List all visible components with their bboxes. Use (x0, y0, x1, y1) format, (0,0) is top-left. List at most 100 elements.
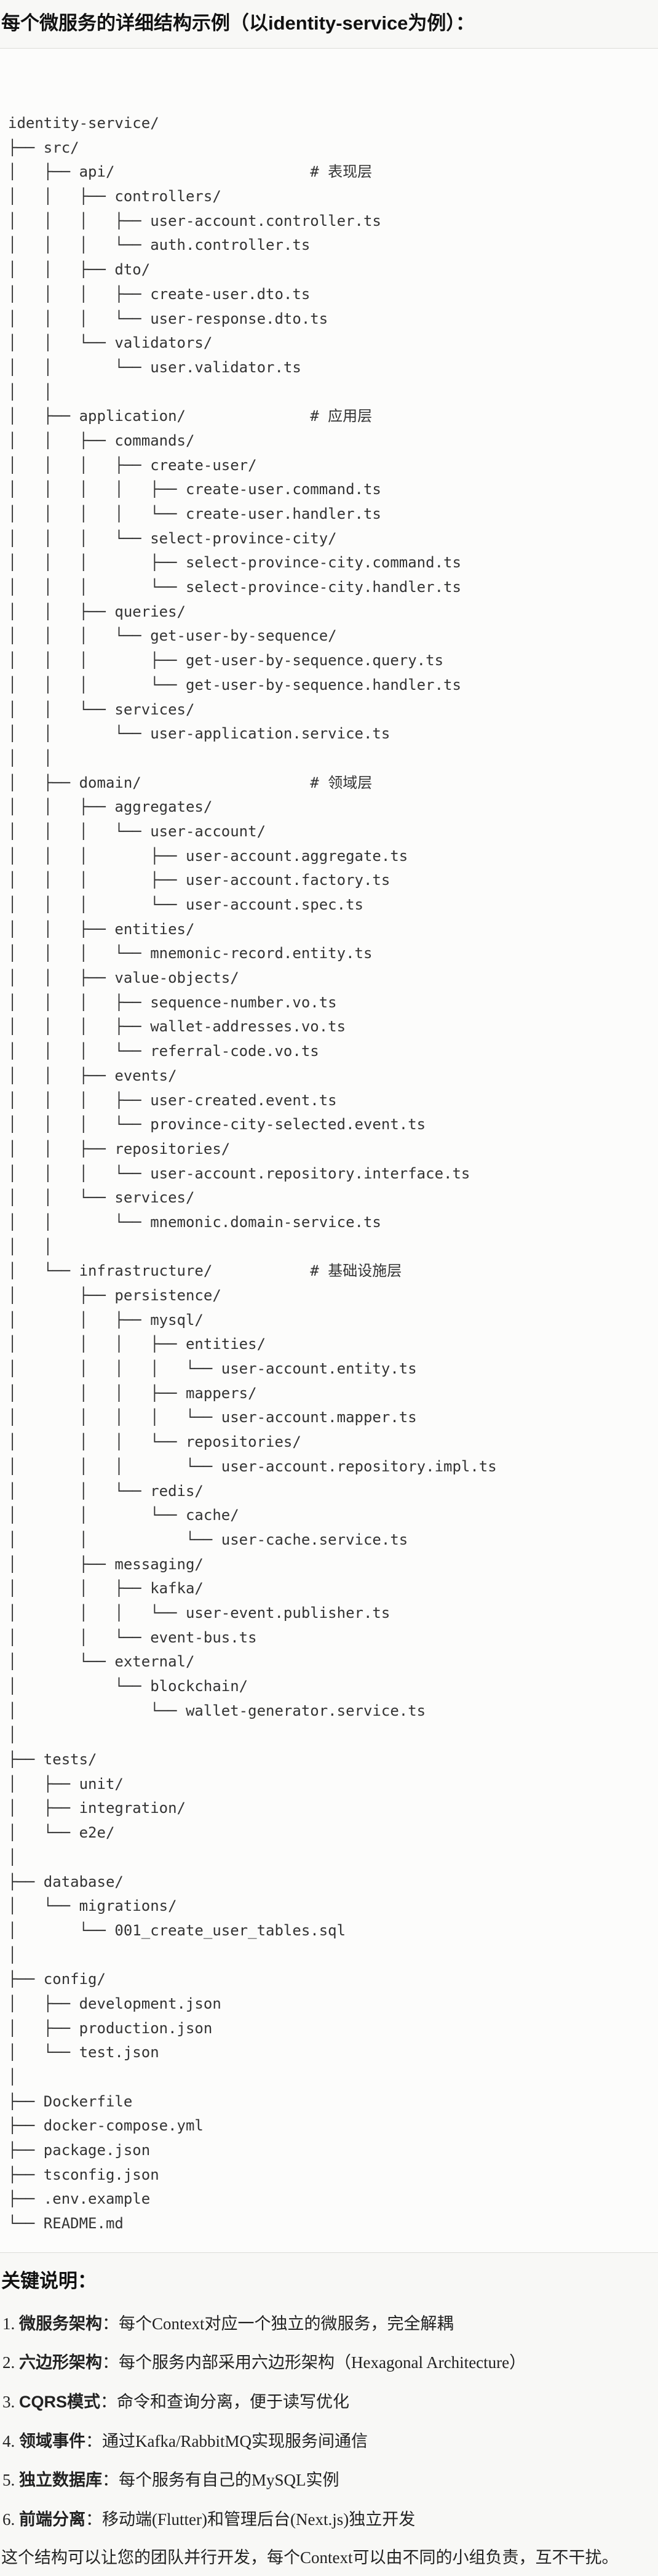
item-label: 六边形架构 (19, 2353, 102, 2372)
tree-line: │ └── external/ (8, 1650, 658, 1674)
file-name: select-province-city.handler.ts (185, 578, 461, 596)
file-name: user-response.dto.ts (150, 310, 328, 327)
folder-name: migrations/ (79, 1897, 177, 1915)
tree-line: │ ├── production.json (8, 2017, 658, 2041)
tree-branch: │ │ ├── (8, 188, 115, 206)
tree-line: │ │ │ │ ├── create-user.command.ts (8, 478, 658, 502)
tree-branch: │ (8, 1726, 17, 1744)
file-name: user.validator.ts (150, 358, 301, 376)
folder-name: redis/ (150, 1482, 204, 1500)
file-name: user-event.publisher.ts (185, 1604, 390, 1622)
folder-name: repositories/ (114, 1140, 231, 1158)
file-name: 001_create_user_tables.sql (114, 1921, 346, 1939)
item-number: 2. (2, 2353, 19, 2372)
tree-branch: │ │ ├── (8, 1580, 151, 1598)
tree-branch: │ (8, 2068, 17, 2086)
tree-line: │ │ ├── queries/ (8, 600, 658, 625)
tree-line: │ │ │ ├── create-user/ (8, 454, 658, 478)
summary-paragraph: 这个结构可以让您的团队并行开发，每个Context可以由不同的小组负责，互不干扰… (1, 2548, 619, 2567)
page-title: 每个微服务的详细结构示例（以identity-service为例）： (1, 12, 475, 34)
tree-branch: │ │ │ ├── (8, 1335, 186, 1353)
tree-line: │ │ │ └── user-account.repository.impl.t… (8, 1455, 658, 1479)
folder-name: unit/ (79, 1775, 124, 1793)
tree-line: │ │ ├── kafka/ (8, 1577, 658, 1601)
tree-branch: │ │ └── (8, 700, 115, 718)
tree-line: │ │ │ ├── wallet-addresses.vo.ts (8, 1015, 658, 1039)
tree-branch: │ │ └── (8, 1506, 186, 1524)
tree-line: │ (8, 2065, 658, 2090)
folder-name: tests/ (43, 1751, 97, 1769)
folder-name: queries/ (114, 602, 186, 620)
file-name: create-user.command.ts (185, 481, 381, 498)
tree-line: │ │ ├── dto/ (8, 258, 658, 282)
tree-branch: │ └── (8, 1824, 79, 1842)
tree-branch: │ │ │ ├── (8, 285, 151, 303)
tree-line: │ └── migrations/ (8, 1894, 658, 1919)
tree-line: │ │ │ ├── user-account.controller.ts (8, 209, 658, 234)
tree-line: │ │ │ ├── create-user.dto.ts (8, 282, 658, 307)
file-name: mnemonic-record.entity.ts (150, 945, 373, 962)
tree-line: │ │ ├── repositories/ (8, 1137, 658, 1162)
layer-comment: # 基础设施层 (310, 1262, 402, 1280)
folder-name: kafka/ (150, 1580, 204, 1598)
file-name: auth.controller.ts (150, 236, 311, 254)
folder-name: commands/ (114, 431, 195, 449)
folder-name: cache/ (185, 1506, 239, 1524)
file-name: select-province-city.command.ts (185, 554, 461, 572)
item-text: ：每个服务内部采用六边形架构（Hexagonal Architecture） (102, 2353, 526, 2372)
folder-name: create-user/ (150, 456, 257, 474)
folder-name: application/ (79, 407, 186, 425)
tree-branch: │ │ └── (8, 1213, 151, 1231)
tree-branch: │ │ └── (8, 1628, 151, 1646)
tree-branch: │ │ │ └── (8, 1457, 221, 1475)
tree-line: │ │ │ │ └── create-user.handler.ts (8, 502, 658, 527)
tree-branch: │ │ │ └── (8, 1604, 186, 1622)
tree-line: │ │ └── services/ (8, 698, 658, 722)
tree-branch: │ │ │ └── (8, 529, 151, 547)
tree-line: │ │ │ ├── select-province-city.command.t… (8, 551, 658, 575)
file-name: get-user-by-sequence.query.ts (185, 652, 444, 670)
tree-branch: │ │ │ ├── (8, 871, 186, 889)
tree-branch: │ │ │ ├── (8, 993, 151, 1011)
key-note-item: 3. CQRS模式：命令和查询分离，便于读写优化 (1, 2383, 658, 2422)
folder-name: e2e/ (79, 1824, 115, 1842)
folder-name: value-objects/ (114, 969, 239, 987)
tree-line: │ │ │ ├── get-user-by-sequence.query.ts (8, 649, 658, 673)
file-name: README.md (43, 2215, 124, 2233)
tree-line: │ │ ├── mysql/ (8, 1308, 658, 1333)
folder-name: src/ (43, 138, 79, 156)
tree-line: │ │ (8, 1235, 658, 1260)
tree-line: │ │ └── services/ (8, 1186, 658, 1210)
tree-branch: │ │ ├── (8, 431, 115, 449)
tree-line: │ ├── application/ # 应用层 (8, 404, 658, 429)
file-name: event-bus.ts (150, 1628, 257, 1646)
file-name: user-account.aggregate.ts (185, 847, 408, 865)
column-padding (141, 774, 311, 791)
layer-comment: # 应用层 (310, 407, 373, 425)
folder-name: repositories/ (185, 1433, 301, 1451)
folder-name: external/ (114, 1653, 195, 1671)
file-name: package.json (43, 2142, 151, 2159)
item-number: 6. (2, 2510, 19, 2529)
tree-branch: │ └── (8, 1653, 115, 1671)
file-name: tsconfig.json (43, 2166, 159, 2183)
tree-branch: │ └── (8, 1678, 151, 1695)
tree-branch: │ │ (8, 383, 53, 401)
tree-branch: │ │ ├── (8, 969, 115, 987)
tree-branch: │ │ │ │ └── (8, 505, 186, 522)
folder-name: messaging/ (114, 1555, 204, 1573)
tree-line: │ │ │ │ └── user-account.entity.ts (8, 1357, 658, 1382)
tree-line: │ │ (8, 746, 658, 771)
tree-branch: │ │ ├── (8, 602, 115, 620)
folder-name: mappers/ (185, 1384, 257, 1402)
item-label: 前端分离 (19, 2510, 85, 2529)
tree-line: │ │ │ ├── entities/ (8, 1332, 658, 1357)
tree-line: │ └── blockchain/ (8, 1674, 658, 1699)
key-note-item: 5. 独立数据库：每个服务有自己的MySQL实例 (1, 2461, 658, 2500)
tree-line: │ │ ├── aggregates/ (8, 795, 658, 820)
file-name: get-user-by-sequence.handler.ts (185, 676, 461, 694)
tree-line: │ │ │ └── get-user-by-sequence.handler.t… (8, 673, 658, 698)
file-name: user-created.event.ts (150, 1091, 337, 1109)
tree-branch: │ │ └── (8, 1189, 115, 1207)
tree-line: │ │ ├── events/ (8, 1064, 658, 1089)
